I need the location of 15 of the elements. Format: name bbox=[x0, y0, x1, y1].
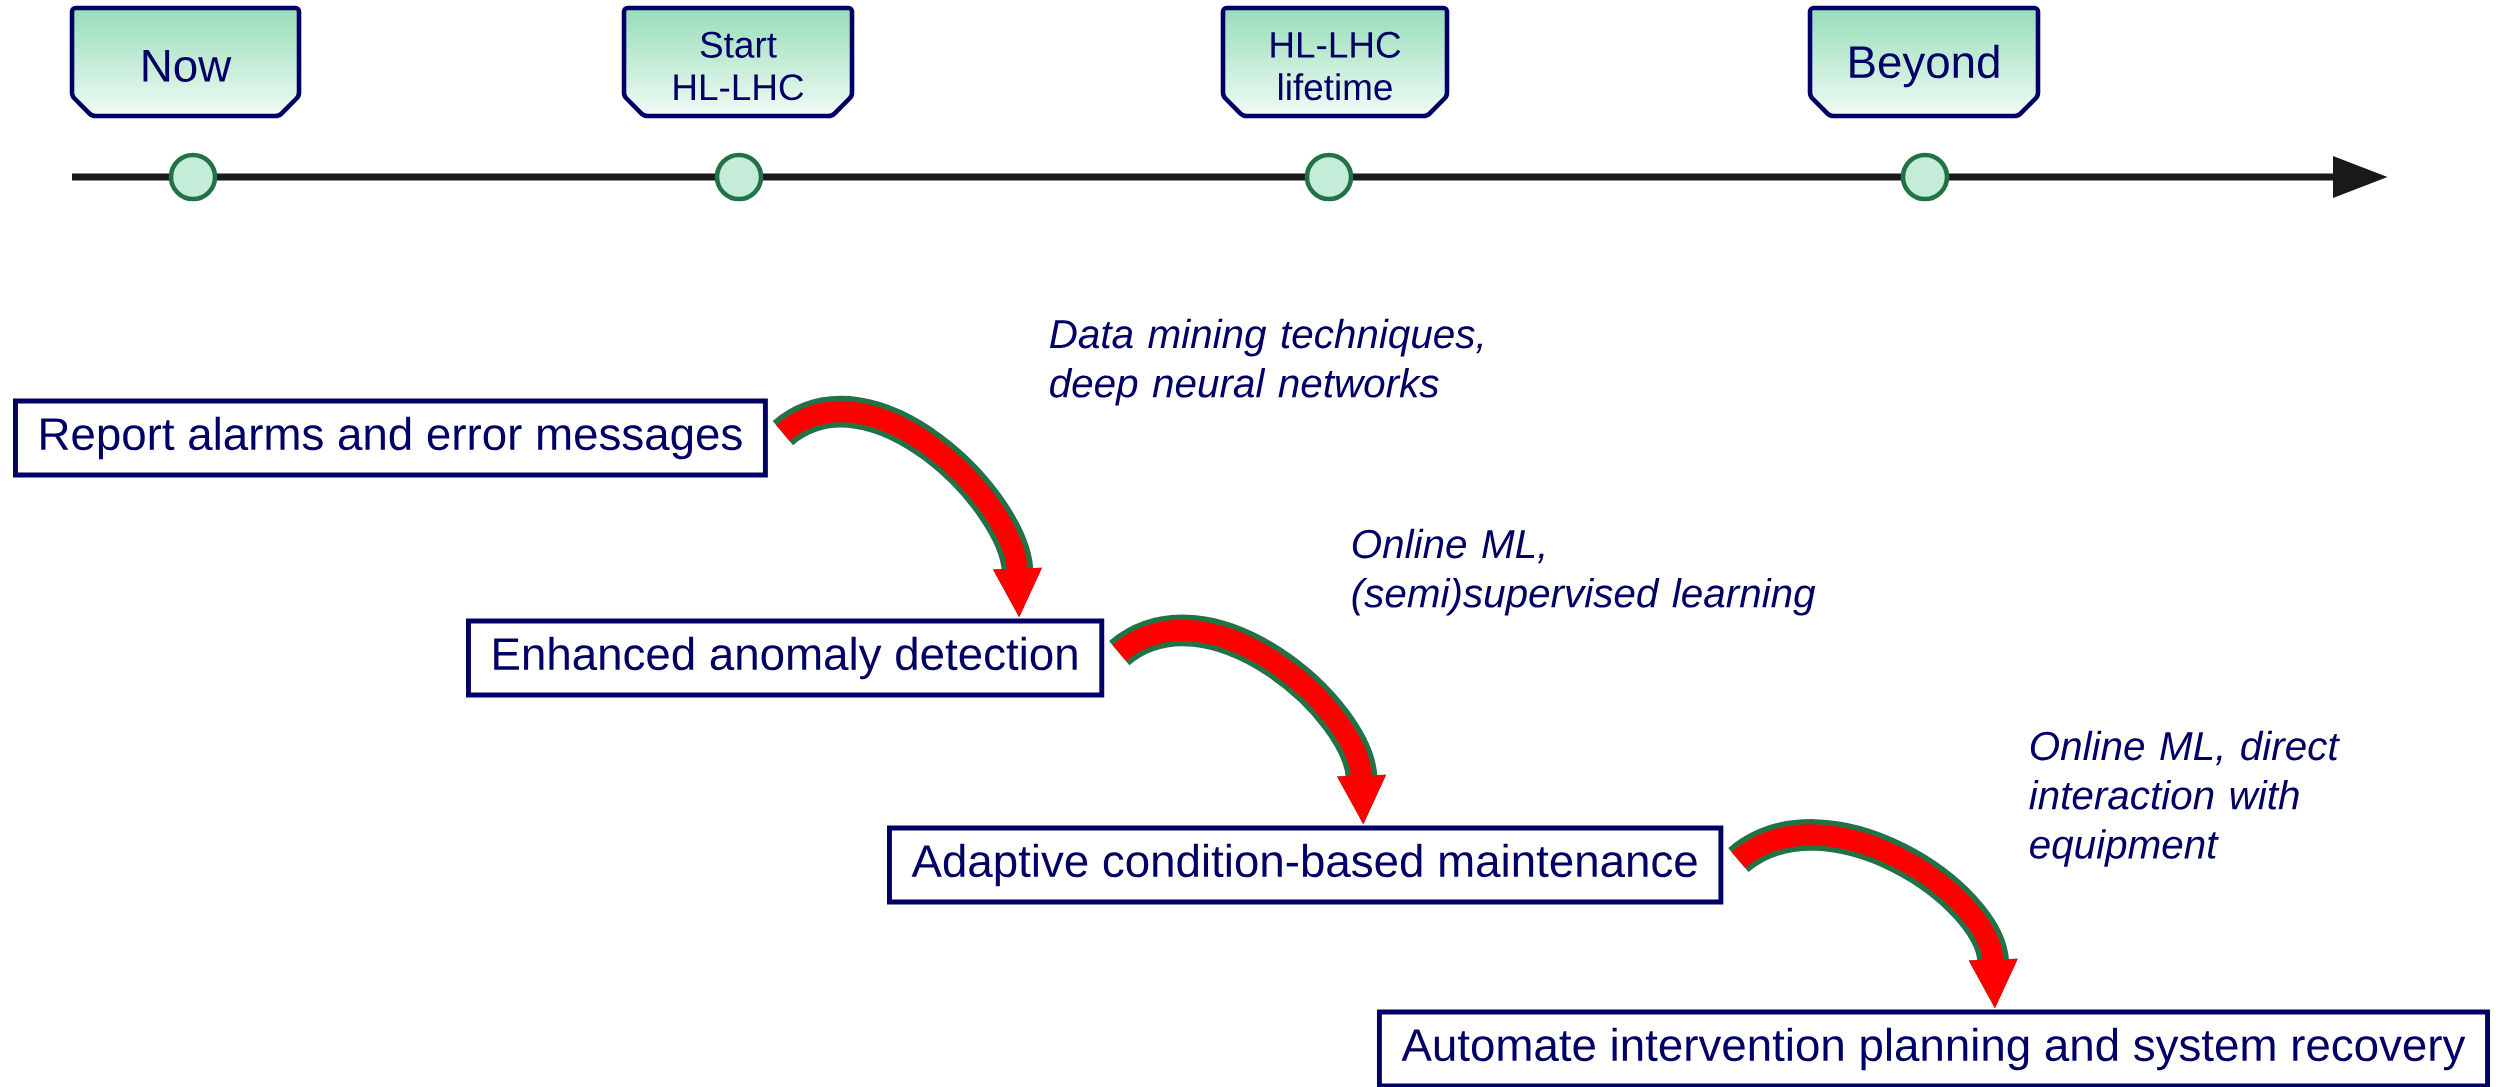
step-box: Adaptive condition-based maintenance bbox=[887, 825, 1724, 905]
step-box: Automate intervention planning and system recovery bbox=[1376, 1009, 2490, 1087]
step-box: Report alarms and error messages bbox=[13, 398, 768, 478]
edge-label: Data mining techniques, deep neural networks bbox=[1050, 318, 1482, 406]
timeline-marker bbox=[1304, 152, 1354, 202]
timeline-tag: Start HL-LHC bbox=[621, 5, 855, 119]
step-box: Enhanced anomaly detection bbox=[466, 618, 1105, 698]
timeline-tag: Now bbox=[69, 5, 302, 119]
timeline-marker bbox=[714, 152, 764, 202]
timeline-tag: Beyond bbox=[1807, 5, 2041, 119]
edge-label: Online ML, (semi)supervised learning bbox=[1352, 528, 1816, 616]
edge-label: Online ML, direct interaction with equipment bbox=[2029, 730, 2340, 867]
timeline-tag: HL-LHC lifetime bbox=[1220, 5, 1450, 119]
timeline-marker bbox=[1900, 152, 1950, 202]
timeline-marker bbox=[168, 152, 218, 202]
